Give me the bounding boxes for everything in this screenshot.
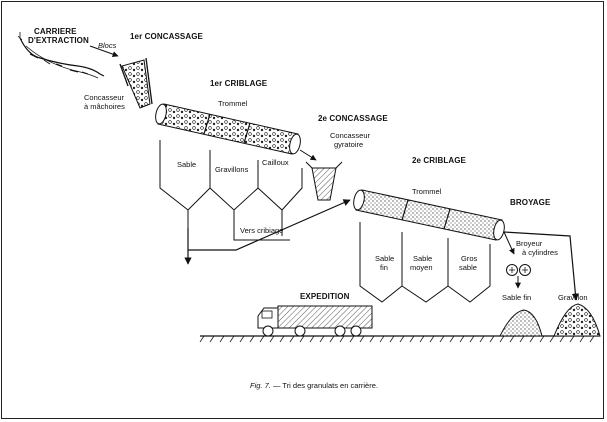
pile-gravillon — [553, 303, 601, 337]
label-roll-crusher-1: Broyeur — [516, 239, 543, 248]
label-blocks: Blocs — [98, 41, 117, 50]
label-crushing-2: 2e CONCASSAGE — [318, 114, 388, 123]
hoppers-2 — [359, 222, 491, 303]
label-quarry-2: D'EXTRACTION — [28, 36, 89, 45]
label-to-screening: Vers cribiage — [240, 226, 284, 235]
label-trommel-2: Trommel — [412, 187, 442, 196]
truck — [257, 305, 373, 337]
caption-text: — Tri des granulats en carrière. — [272, 381, 378, 390]
label-hopper1-sand: Sable — [177, 160, 197, 169]
label-hopper2-coarse-2: sable — [459, 263, 477, 272]
flow-to-gravillon — [503, 231, 579, 301]
blocks-arrow — [89, 45, 119, 58]
label-shipping: EXPEDITION — [300, 292, 350, 301]
label-hopper2-fine-1: Sable — [375, 254, 395, 263]
quarry-cliff — [17, 32, 105, 79]
label-hopper2-medium-1: Sable — [413, 254, 433, 263]
flow-to-grinder — [503, 231, 515, 255]
trommel-1 — [155, 103, 301, 155]
label-pile-sand-fine: Sable fin — [502, 293, 532, 302]
label-trommel-1: Trommel — [218, 99, 248, 108]
label-quarry-1: CARRIERE — [34, 27, 77, 36]
label-grinding: BROYAGE — [510, 198, 551, 207]
label-hopper1-gravillons: Gravillons — [215, 165, 249, 174]
label-hopper2-fine-2: fin — [380, 263, 388, 272]
label-jaw-crusher-2: à mâchoires — [84, 102, 125, 111]
label-screening-2: 2e CRIBLAGE — [412, 156, 466, 165]
hoppers-1 — [159, 140, 303, 228]
label-hopper1-cailloux: Cailloux — [262, 158, 289, 167]
label-roll-crusher-2: à cylindres — [522, 248, 558, 257]
flow-trommel1-crusher — [299, 149, 317, 161]
trommel-2 — [353, 189, 505, 241]
ground — [199, 335, 600, 343]
label-gyratory-2: gyratoire — [334, 140, 364, 149]
flow-gravillons — [233, 228, 290, 241]
caption-prefix: Fig. 7. — [250, 381, 271, 390]
pile-sand-fine — [499, 309, 543, 337]
gyratory-crusher — [305, 161, 343, 201]
roll-crusher — [506, 264, 531, 276]
label-hopper2-medium-2: moyen — [410, 263, 433, 272]
label-crushing-1: 1er CONCASSAGE — [130, 32, 203, 41]
label-pile-gravillon: Gravillon — [558, 293, 588, 302]
label-hopper2-coarse-1: Gros — [461, 254, 478, 263]
label-gyratory-1: Concasseur — [330, 131, 371, 140]
label-jaw-crusher-1: Concasseur — [84, 93, 125, 102]
flow-to-crusher2 — [188, 199, 351, 251]
figure-caption: Fig. 7. — Tri des granulats en carrière. — [250, 381, 378, 390]
label-screening-1: 1er CRIBLAGE — [210, 79, 268, 88]
jaw-crusher — [119, 57, 153, 109]
